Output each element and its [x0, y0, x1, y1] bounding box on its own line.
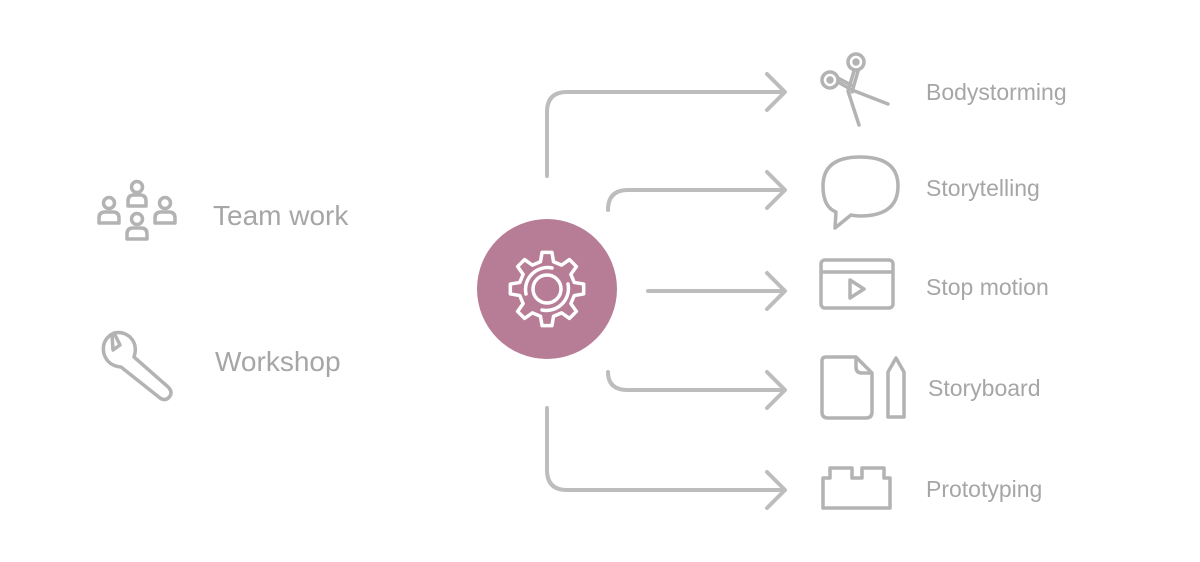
- arrowhead-stopmotion: [765, 271, 787, 311]
- connector-bodystorming: [545, 90, 784, 178]
- document-pencil-icon: [820, 355, 906, 420]
- label-storytelling: Storytelling: [926, 175, 1040, 201]
- arrowhead-prototyping: [765, 470, 787, 510]
- lego-brick-icon: [821, 466, 892, 510]
- label-workshop: Workshop: [215, 346, 341, 377]
- connector-prototyping: [545, 406, 784, 492]
- label-team-work: Team work: [213, 200, 349, 231]
- arrowhead-storyboard: [765, 370, 787, 410]
- connector-storytelling: [606, 188, 784, 212]
- hub-circle: [477, 219, 617, 359]
- scissors-icon: [820, 52, 890, 127]
- arrowhead-bodystorming: [765, 72, 787, 112]
- speech-bubble-icon: [821, 155, 900, 230]
- team-icon: [97, 179, 177, 241]
- label-storyboard: Storyboard: [928, 375, 1041, 401]
- connector-storyboard: [606, 370, 784, 392]
- label-prototyping: Prototyping: [926, 476, 1043, 502]
- gear-icon: [508, 250, 586, 328]
- wrench-icon: [101, 330, 173, 402]
- label-stop-motion: Stop motion: [926, 274, 1049, 300]
- label-bodystorming: Bodystorming: [926, 79, 1067, 105]
- arrowhead-storytelling: [765, 170, 787, 210]
- video-player-icon: [819, 258, 895, 310]
